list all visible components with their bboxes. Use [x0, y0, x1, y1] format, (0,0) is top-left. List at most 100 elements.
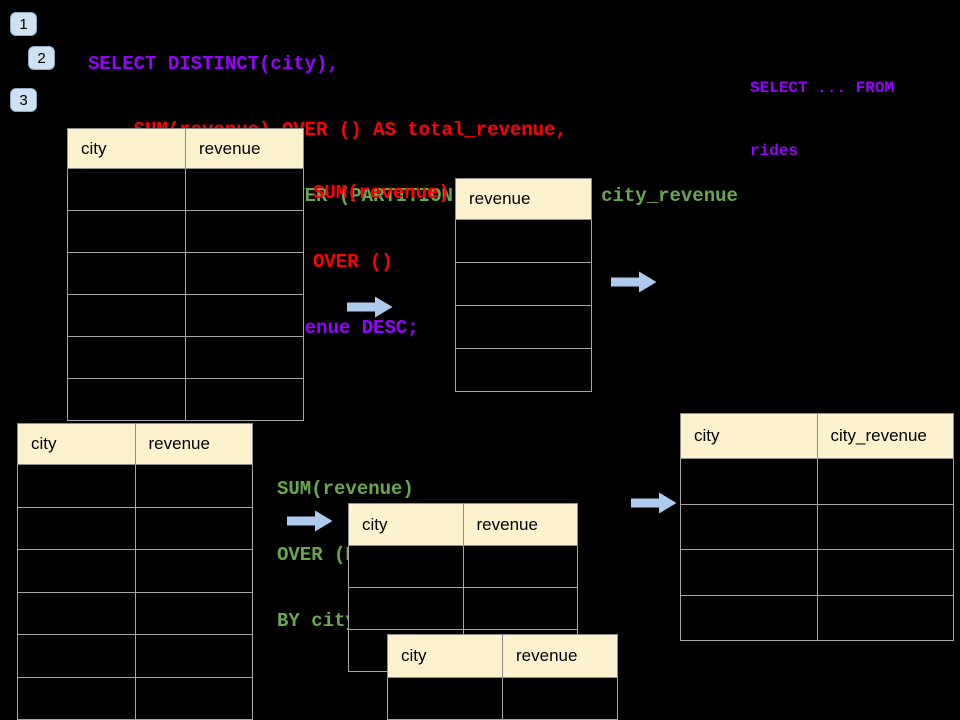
empty-cell: [67, 252, 186, 295]
annotation-sum-over-total: SUM(revenue) OVER (): [313, 136, 450, 320]
empty-cell: [185, 336, 304, 379]
table-row: [67, 168, 304, 211]
table-row: [348, 587, 578, 630]
empty-cell: [185, 294, 304, 337]
empty-cell: [455, 348, 592, 392]
empty-cell: [816, 549, 954, 596]
empty-cell: [67, 336, 186, 379]
table-row: [17, 634, 253, 678]
column-header: city: [348, 503, 464, 546]
empty-cell: [816, 458, 954, 505]
table-row: [17, 591, 253, 635]
column-header: city: [387, 634, 503, 678]
table-total-revenue-result: revenue: [455, 178, 592, 392]
empty-cell: [17, 549, 136, 593]
empty-cell: [680, 503, 818, 550]
table-row: [680, 458, 954, 505]
select-from-note-line: SELECT ... FROM: [750, 79, 895, 97]
empty-cell: [134, 506, 253, 550]
empty-cell: [17, 506, 136, 550]
right-arrow-icon: [631, 492, 677, 514]
column-header: revenue: [462, 503, 578, 546]
right-arrow-icon: [347, 296, 393, 318]
empty-cell: [134, 549, 253, 593]
table-row: [67, 294, 304, 337]
empty-cell: [816, 594, 954, 641]
empty-cell: [455, 262, 592, 306]
flow-arrow-to-partition-table: [287, 510, 333, 532]
table-row: [67, 336, 304, 379]
column-header: city: [17, 423, 136, 465]
table-row: [67, 252, 304, 295]
empty-cell: [17, 634, 136, 678]
step-badge-3: 3: [10, 88, 37, 112]
flow-arrow-to-city-revenue-table: [631, 492, 677, 514]
right-arrow-icon: [611, 271, 657, 293]
empty-cell: [680, 594, 818, 641]
empty-cell: [502, 677, 618, 720]
right-arrow-icon: [287, 510, 333, 532]
empty-cell: [680, 549, 818, 596]
empty-cell: [67, 294, 186, 337]
table-row: [680, 594, 954, 641]
table-row: [17, 506, 253, 550]
column-header: revenue: [134, 423, 253, 465]
step-badge-1: 1: [10, 12, 37, 36]
empty-cell: [17, 676, 136, 720]
empty-cell: [680, 458, 818, 505]
empty-cell: [185, 378, 304, 421]
flow-arrow-from-total-table: [611, 271, 657, 293]
empty-cell: [134, 591, 253, 635]
empty-cell: [17, 591, 136, 635]
annotation-line: SUM(revenue): [277, 478, 414, 500]
empty-cell: [185, 168, 304, 211]
empty-cell: [134, 676, 253, 720]
empty-cell: [455, 219, 592, 263]
empty-cell: [185, 252, 304, 295]
table-row: [17, 549, 253, 593]
column-header: city_revenue: [816, 413, 954, 459]
empty-cell: [134, 634, 253, 678]
empty-cell: [67, 210, 186, 253]
empty-cell: [348, 587, 464, 630]
table-row: [17, 676, 253, 720]
empty-cell: [67, 378, 186, 421]
empty-cell: [17, 464, 136, 508]
step-badge-2: 2: [28, 46, 55, 70]
table-row: [680, 549, 954, 596]
annotation-line: SUM(revenue): [313, 182, 450, 204]
table-row: [17, 464, 253, 508]
empty-cell: [67, 168, 186, 211]
empty-cell: [816, 503, 954, 550]
empty-cell: [348, 545, 464, 588]
flow-arrow-to-total-table: [347, 296, 393, 318]
select-from-note-line: rides: [750, 142, 799, 160]
table-row: [348, 545, 578, 588]
table-row: [455, 219, 592, 263]
empty-cell: [462, 587, 578, 630]
sql-line-select: SELECT DISTINCT(city),: [88, 53, 339, 75]
select-from-note: SELECT ... FROM rides: [750, 36, 894, 204]
annotation-line: OVER (): [313, 251, 393, 273]
table-row: [387, 677, 618, 720]
table-row: [455, 262, 592, 306]
header-row: revenue: [455, 178, 592, 220]
table-row: [67, 378, 304, 421]
column-header: city: [67, 128, 186, 169]
column-header: revenue: [185, 128, 304, 169]
table-row: [67, 210, 304, 253]
table-row: [680, 503, 954, 550]
column-header: city: [680, 413, 818, 459]
column-header: revenue: [502, 634, 618, 678]
empty-cell: [185, 210, 304, 253]
table-row: [455, 305, 592, 349]
empty-cell: [455, 305, 592, 349]
